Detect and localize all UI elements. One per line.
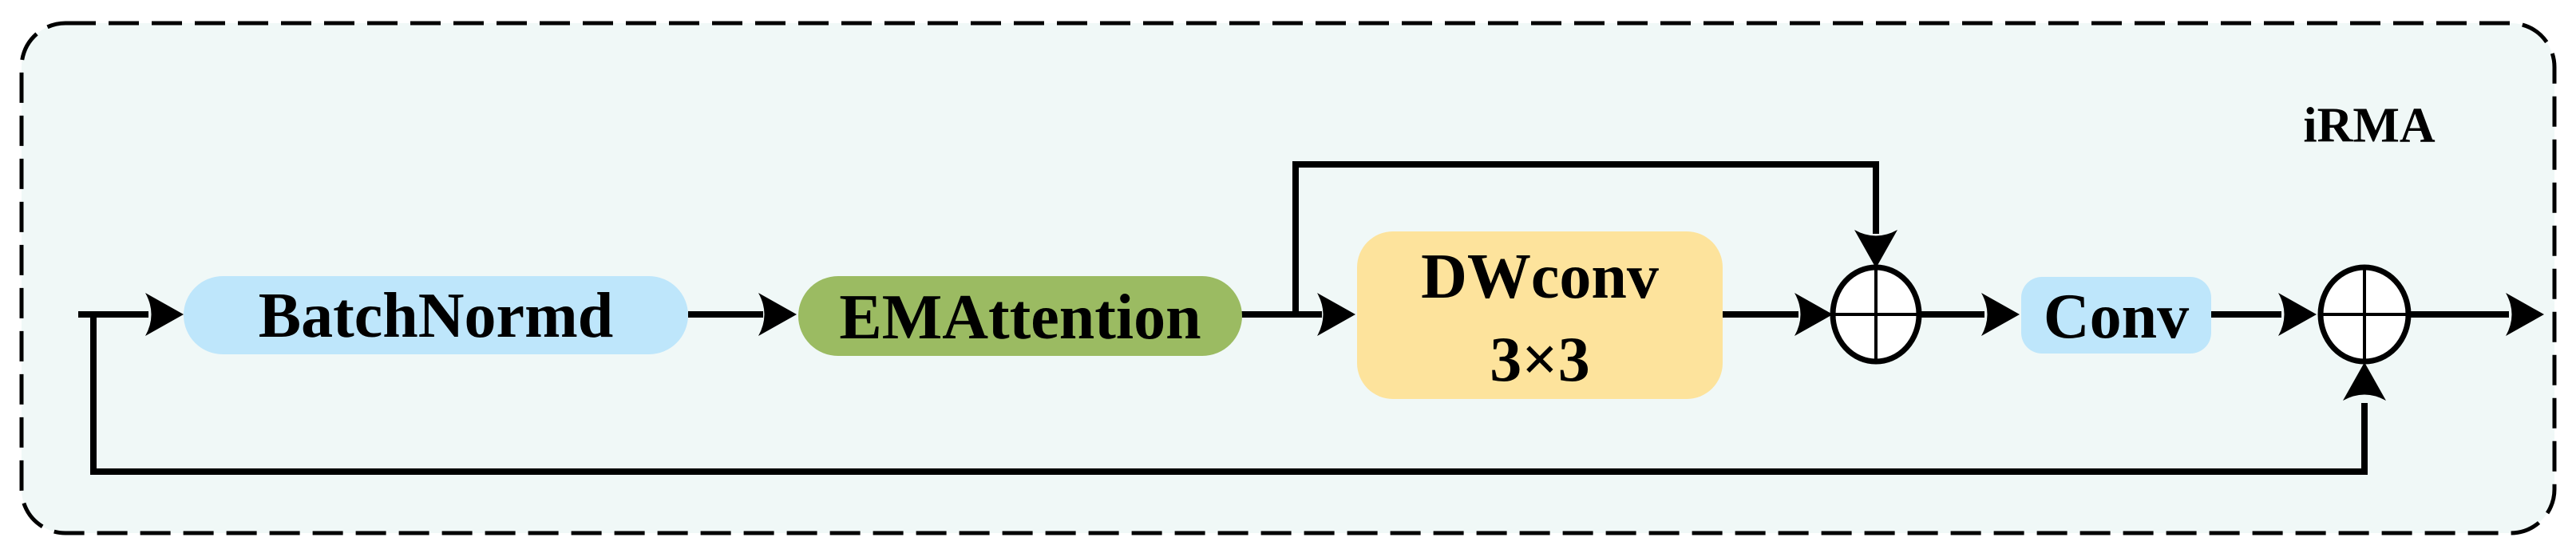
module-boundary [19,21,2557,535]
node-emattention-box [798,276,1242,356]
node-batchnorm-label: BatchNormd [259,281,613,351]
add-operator-1 [1830,264,1922,365]
module-title: iRMA [2303,99,2436,153]
node-emattention: EMAttention [798,276,1242,356]
add-operator-2 [2317,264,2412,365]
node-conv: Conv [2021,277,2211,354]
connector-skip-top [1292,161,1879,318]
arrowhead-into-emattention [758,293,797,336]
node-dwconv-label-line1: DWconv [1421,242,1659,312]
node-dwconv-box [1357,231,1723,399]
node-conv-box [2021,277,2211,354]
arrowhead-into-batchnorm [145,293,184,336]
node-dwconv-label-line2: 3×3 [1490,325,1590,395]
arrowhead-into-add2 [2278,293,2317,336]
node-emattention-label: EMAttention [839,282,1201,353]
node-conv-label: Conv [2044,282,2189,352]
node-batchnorm-box [184,276,688,354]
node-dwconv: DWconv 3×3 [1357,231,1723,399]
connector-residual-bottom [90,314,2368,475]
arrowhead-into-add1 [1794,293,1833,336]
arrowhead-output [2506,293,2544,336]
arrowhead-into-conv [1981,293,2020,336]
node-batchnorm: BatchNormd [184,276,688,354]
arrowhead-skip-into-add1 [1854,230,1897,268]
arrowhead-residual-into-add2 [2343,362,2386,401]
arrowhead-into-dwconv [1317,293,1355,336]
